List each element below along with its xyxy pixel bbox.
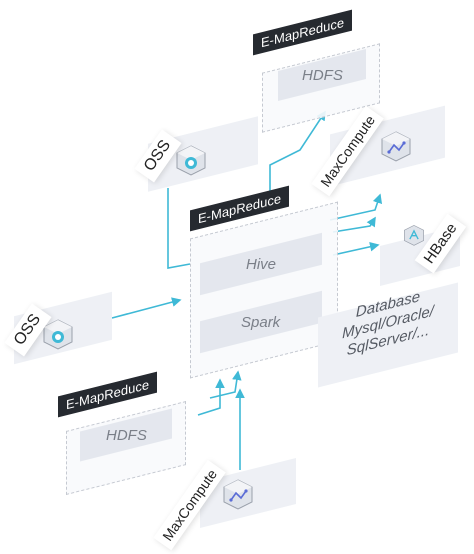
hive-label: Hive xyxy=(245,255,276,273)
connector-center-to-maxcompute xyxy=(329,193,383,221)
connector-center-to-hbase-2 xyxy=(332,242,380,256)
cluster-cube-icon xyxy=(404,224,424,246)
cloud-cube-icon xyxy=(43,319,73,350)
cloud-cube-icon xyxy=(176,145,206,176)
hdfs-top-label: HDFS xyxy=(301,66,343,84)
connector-center-to-hbase xyxy=(332,216,376,233)
graph-cube-icon xyxy=(381,131,411,162)
hdfs-bottom-label: HDFS xyxy=(105,426,147,444)
connector-oss-top-to-center xyxy=(167,188,191,269)
connector-hdfs-bottom-to-center-2 xyxy=(209,370,242,399)
connector-hdfs-bottom-to-center xyxy=(197,378,225,416)
spark-label: Spark xyxy=(241,313,281,331)
connector-center-to-hdfs-top xyxy=(269,110,326,198)
graph-cube-icon xyxy=(223,479,253,510)
connector-oss-left-to-center xyxy=(111,297,182,319)
